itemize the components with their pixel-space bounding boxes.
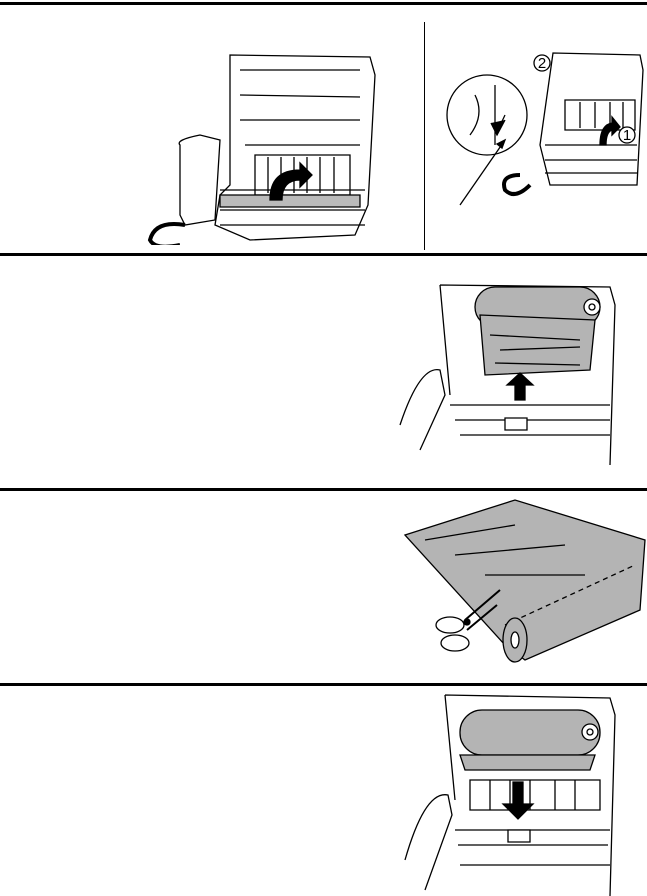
section-rule-2 (0, 253, 647, 256)
down-arrow-icon (503, 782, 533, 819)
column-divider (424, 22, 425, 250)
cut-paper-illustration (395, 495, 647, 675)
insert-paper-roll-illustration (360, 690, 647, 896)
handset (405, 795, 452, 890)
coiled-cord (150, 224, 185, 245)
remove-paper-roll-illustration (360, 275, 647, 470)
section-rule-1 (0, 2, 647, 5)
section-rule-4 (0, 683, 647, 686)
handset (400, 370, 445, 450)
magnified-detail (447, 75, 527, 155)
up-arrow-icon (507, 373, 533, 400)
coiled-cord (504, 175, 530, 194)
paper-roll (460, 710, 600, 755)
section-rule-3 (0, 488, 647, 491)
plate (220, 195, 360, 207)
handset (179, 135, 220, 225)
lift-arrow-icon (600, 117, 620, 145)
release-lever-illustration: 2 1 (445, 45, 645, 215)
scissors-icon (436, 590, 500, 651)
fax-open-cover-illustration (140, 45, 380, 245)
callout-2: 2 (538, 55, 546, 72)
pointer-arrow (460, 140, 505, 205)
lift-arrow-icon (270, 163, 312, 200)
callout-1: 1 (623, 127, 631, 144)
